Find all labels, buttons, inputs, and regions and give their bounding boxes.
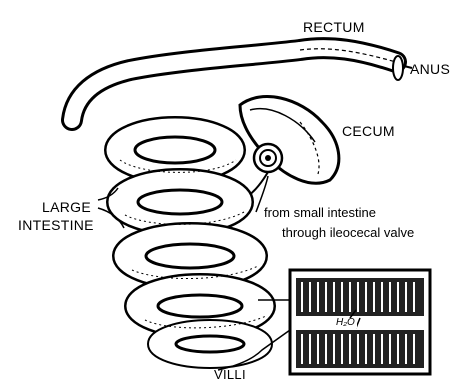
cecum-illustration [240, 97, 339, 198]
water-label: H₂O [334, 318, 357, 328]
small-intestine-note-line2: through ileocecal valve [282, 226, 414, 239]
small-intestine-note-line1: from small intestine [264, 206, 376, 219]
large-intestine-label-line2: INTESTINE [18, 218, 94, 232]
villi-label: VILLI [214, 368, 246, 381]
large-intestine-label-line1: LARGE [42, 200, 91, 214]
cecum-label: CECUM [342, 124, 395, 138]
villi-inset [290, 270, 430, 374]
anus-label: ANUS [410, 62, 450, 76]
rectum-illustration [72, 48, 403, 120]
rectum-label: RECTUM [303, 20, 365, 34]
